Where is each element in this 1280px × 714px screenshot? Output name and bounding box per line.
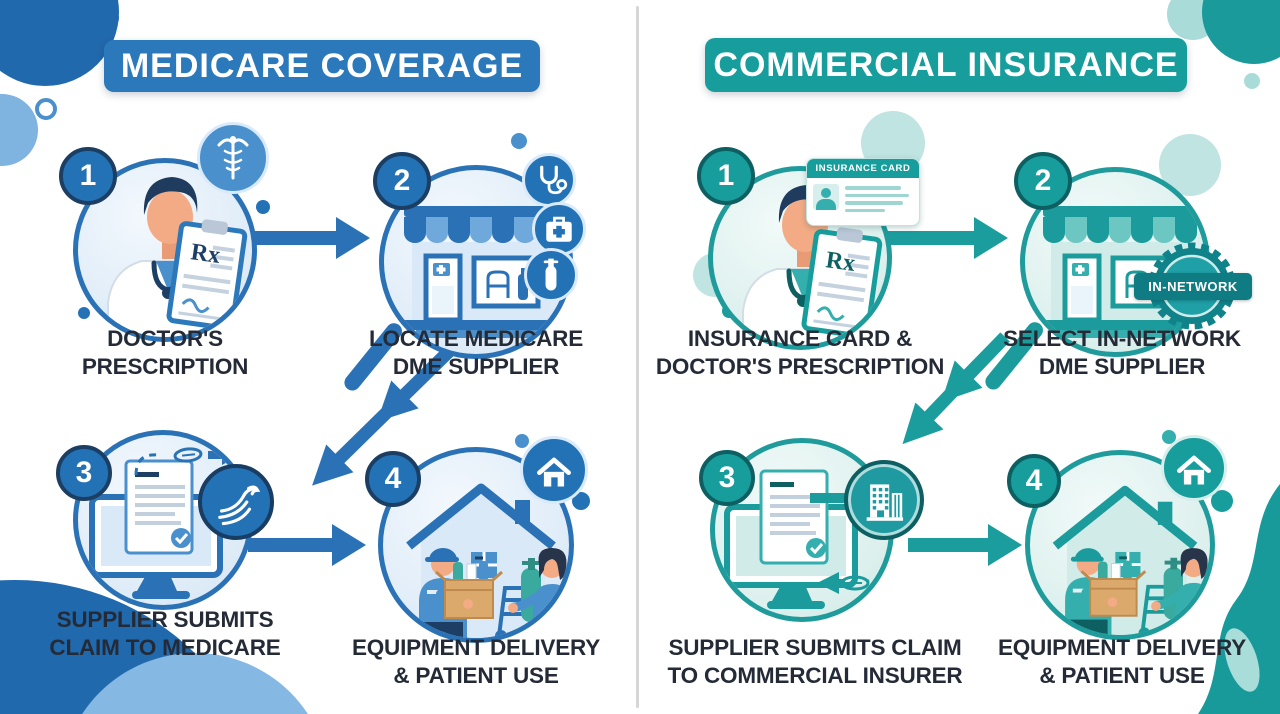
decor-dot xyxy=(1162,430,1176,444)
arrow-step2-to-step3 xyxy=(902,332,1010,445)
commercial-title: COMMERCIAL INSURANCE xyxy=(705,38,1187,92)
first-aid-kit-icon xyxy=(532,202,586,256)
decor-dot xyxy=(1211,490,1233,512)
home-icon xyxy=(520,436,588,504)
step-number-badge: 4 xyxy=(1007,454,1061,508)
arrow-step1-to-step2 xyxy=(252,217,370,259)
stethoscope-icon xyxy=(522,153,576,207)
decor-corner-blob xyxy=(1198,484,1280,714)
insurance-card-photo xyxy=(813,184,839,210)
rx-symbol: Rx xyxy=(189,239,222,269)
insurance-card-title: INSURANCE CARD xyxy=(807,159,919,178)
arrow-step3-to-step4 xyxy=(908,524,1022,566)
arrow-step3-to-step4 xyxy=(248,524,366,566)
decor-dot xyxy=(78,307,90,319)
paperclip-icon xyxy=(173,447,203,463)
step-number-badge: 3 xyxy=(699,450,755,506)
commercial-step4-caption: EQUIPMENT DELIVERY & PATIENT USE xyxy=(997,635,1247,688)
insurer-building-icon xyxy=(844,460,924,540)
step-number-badge: 1 xyxy=(59,147,117,205)
step-number-badge: 4 xyxy=(365,451,421,507)
step-number-badge: 1 xyxy=(697,147,755,205)
claim-link-arrow xyxy=(134,444,242,476)
decor-dot xyxy=(101,9,119,27)
decor-ring xyxy=(35,98,57,120)
medicare-step1-caption: DOCTOR'S PRESCRIPTION xyxy=(81,326,249,379)
paperclip-icon xyxy=(840,575,870,591)
arrow-step1-to-step2 xyxy=(888,217,1008,259)
decor-dot xyxy=(1244,73,1260,89)
caduceus-icon xyxy=(197,122,269,194)
oxygen-tank-icon xyxy=(524,248,578,302)
in-network-badge: IN-NETWORK xyxy=(1134,273,1252,300)
step-number-badge: 2 xyxy=(373,152,431,210)
insurance-card-lines xyxy=(845,184,913,216)
rx-symbol: Rx xyxy=(824,247,857,277)
doctor-prescription-scene: Rx xyxy=(78,163,257,342)
step-number-badge: 3 xyxy=(56,445,112,501)
insurance-card: INSURANCE CARD xyxy=(806,158,920,226)
medicare-title: MEDICARE COVERAGE xyxy=(104,40,540,92)
medicare-step4-caption: EQUIPMENT DELIVERY & PATIENT USE xyxy=(351,635,601,688)
commercial-step1-caption: INSURANCE CARD & DOCTOR'S PRESCRIPTION xyxy=(655,326,945,379)
step-number-badge: 2 xyxy=(1014,152,1072,210)
commercial-step3-caption: SUPPLIER SUBMITS CLAIM TO COMMERCIAL INS… xyxy=(667,635,963,688)
hhs-eagle-icon xyxy=(198,464,274,540)
doctor-prescription-scene: Rx xyxy=(713,171,892,350)
medicare-step2-caption: LOCATE MEDICARE DME SUPPLIER xyxy=(368,326,584,379)
decor-dot xyxy=(511,133,527,149)
commercial-step2-caption: SELECT IN-NETWORK DME SUPPLIER xyxy=(1003,326,1241,379)
medicare-step3-circle xyxy=(73,430,253,610)
decor-dot xyxy=(256,200,270,214)
column-divider xyxy=(636,6,639,708)
medicare-step3-caption: SUPPLIER SUBMITS CLAIM TO MEDICARE xyxy=(49,607,281,660)
home-icon xyxy=(1161,435,1227,501)
decor-dot xyxy=(572,492,590,510)
decor-dot xyxy=(515,434,529,448)
claim-return-link xyxy=(817,563,889,594)
